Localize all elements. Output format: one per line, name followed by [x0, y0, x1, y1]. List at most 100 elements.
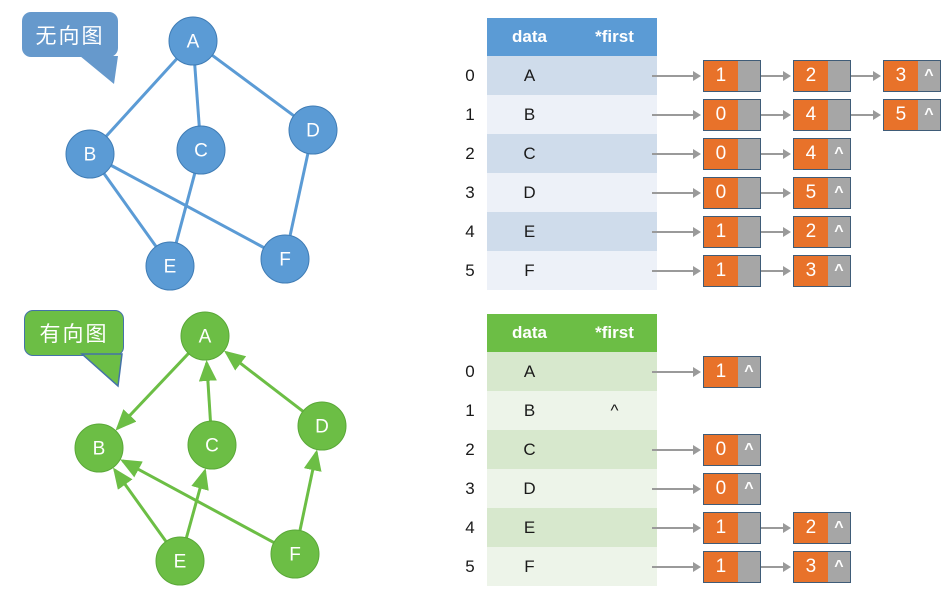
- table-row[interactable]: C: [487, 430, 657, 469]
- list-node[interactable]: 0^: [703, 434, 761, 466]
- table-row[interactable]: D: [487, 469, 657, 508]
- table-row[interactable]: E: [487, 212, 657, 251]
- undirected-pointer-arrow: [652, 231, 694, 233]
- list-node[interactable]: 1: [703, 551, 761, 583]
- undirected-cell-data: F: [487, 251, 572, 290]
- list-node[interactable]: 2^: [793, 216, 851, 248]
- list-node-value: 3: [794, 256, 828, 286]
- list-node-value: 1: [704, 217, 738, 247]
- undirected-next-arrow: [761, 192, 784, 194]
- arrow-head-icon: [783, 188, 791, 198]
- undirected-row-index: 4: [465, 222, 475, 241]
- arrow-head-icon: [693, 266, 701, 276]
- list-node[interactable]: 0: [703, 99, 761, 131]
- table-row[interactable]: A: [487, 352, 657, 391]
- undirected-row-index: 0: [465, 66, 475, 85]
- graph-node-d[interactable]: D: [297, 401, 347, 451]
- undirected-next-arrow: [761, 75, 784, 77]
- callout-undirected: 无向图: [22, 12, 118, 57]
- undirected-row-index: 5: [465, 261, 475, 280]
- table-row[interactable]: B: [487, 95, 657, 134]
- list-node[interactable]: 3^: [793, 255, 851, 287]
- table-row[interactable]: E: [487, 508, 657, 547]
- list-node[interactable]: 0: [703, 138, 761, 170]
- list-node-value: 5: [794, 178, 828, 208]
- list-node[interactable]: 1: [703, 60, 761, 92]
- directed-cell-data: F: [487, 547, 572, 586]
- graph-node-f[interactable]: F: [270, 529, 320, 579]
- list-node[interactable]: 4: [793, 99, 851, 131]
- list-node[interactable]: 1: [703, 216, 761, 248]
- list-node[interactable]: 1: [703, 512, 761, 544]
- list-node[interactable]: 5^: [883, 99, 941, 131]
- directed-header-first: *first: [572, 314, 657, 352]
- graph-node-d[interactable]: D: [288, 105, 338, 155]
- graph-node-c[interactable]: C: [176, 125, 226, 175]
- list-node-next: [827, 100, 850, 130]
- list-node[interactable]: 3^: [883, 60, 941, 92]
- graph-node-a[interactable]: A: [180, 311, 230, 361]
- null-pointer-icon: ^: [917, 61, 940, 91]
- arrow-head-icon: [783, 227, 791, 237]
- directed-cell-data: C: [487, 430, 572, 469]
- undirected-pointer-arrow: [652, 114, 694, 116]
- list-node[interactable]: 2^: [793, 512, 851, 544]
- graph-node-b[interactable]: B: [65, 129, 115, 179]
- graph-edge: [112, 467, 168, 543]
- undirected-cell-first: [572, 212, 657, 251]
- null-pointer-icon: ^: [827, 178, 850, 208]
- undirected-next-arrow: [761, 231, 784, 233]
- undirected-cell-first: [572, 251, 657, 290]
- list-node[interactable]: 0^: [703, 473, 761, 505]
- list-node-next: [737, 256, 760, 286]
- list-node-value: 1: [704, 513, 738, 543]
- graph-edge: [120, 459, 275, 544]
- graph-edge: [298, 449, 322, 531]
- graph-node-c[interactable]: C: [187, 420, 237, 470]
- directed-cell-first: ^: [572, 391, 657, 430]
- list-node[interactable]: 2: [793, 60, 851, 92]
- graph-edge: [174, 172, 197, 244]
- directed-cell-data: E: [487, 508, 572, 547]
- graph-node-label: D: [315, 417, 329, 438]
- directed-cell-first: [572, 352, 657, 391]
- table-row[interactable]: C: [487, 134, 657, 173]
- callout-undirected-label: 无向图: [35, 24, 105, 48]
- table-row[interactable]: F: [487, 547, 657, 586]
- list-node[interactable]: 0: [703, 177, 761, 209]
- directed-pointer-arrow: [652, 566, 694, 568]
- table-row[interactable]: A: [487, 56, 657, 95]
- graph-node-a[interactable]: A: [168, 16, 218, 66]
- null-pointer-icon: ^: [827, 256, 850, 286]
- graph-node-e[interactable]: E: [145, 241, 195, 291]
- list-node[interactable]: 1^: [703, 356, 761, 388]
- list-node[interactable]: 1: [703, 255, 761, 287]
- table-row[interactable]: B^: [487, 391, 657, 430]
- table-row[interactable]: F: [487, 251, 657, 290]
- list-node[interactable]: 5^: [793, 177, 851, 209]
- graph-node-label: C: [205, 436, 219, 457]
- undirected-row-index: 1: [465, 105, 475, 124]
- graph-node-label: B: [84, 145, 97, 166]
- graph-undirected: A B C D E F: [65, 16, 338, 291]
- table-row[interactable]: D: [487, 173, 657, 212]
- list-node-value: 0: [704, 100, 738, 130]
- arrow-head-icon: [693, 484, 701, 494]
- directed-pointer-arrow: [652, 371, 694, 373]
- list-node[interactable]: 4^: [793, 138, 851, 170]
- list-node-next: [737, 217, 760, 247]
- null-pointer-icon: ^: [827, 139, 850, 169]
- graph-node-label: F: [289, 545, 301, 566]
- directed-row-index: 0: [465, 362, 475, 381]
- graph-node-f[interactable]: F: [260, 234, 310, 284]
- directed-header-data: data: [487, 314, 572, 352]
- graph-node-label: C: [194, 141, 208, 162]
- list-node-value: 0: [704, 178, 738, 208]
- graph-edge: [184, 468, 209, 539]
- list-node-value: 2: [794, 217, 828, 247]
- list-node[interactable]: 3^: [793, 551, 851, 583]
- graph-node-e[interactable]: E: [155, 536, 205, 586]
- graph-node-b[interactable]: B: [74, 423, 124, 473]
- undirected-pointer-arrow: [652, 153, 694, 155]
